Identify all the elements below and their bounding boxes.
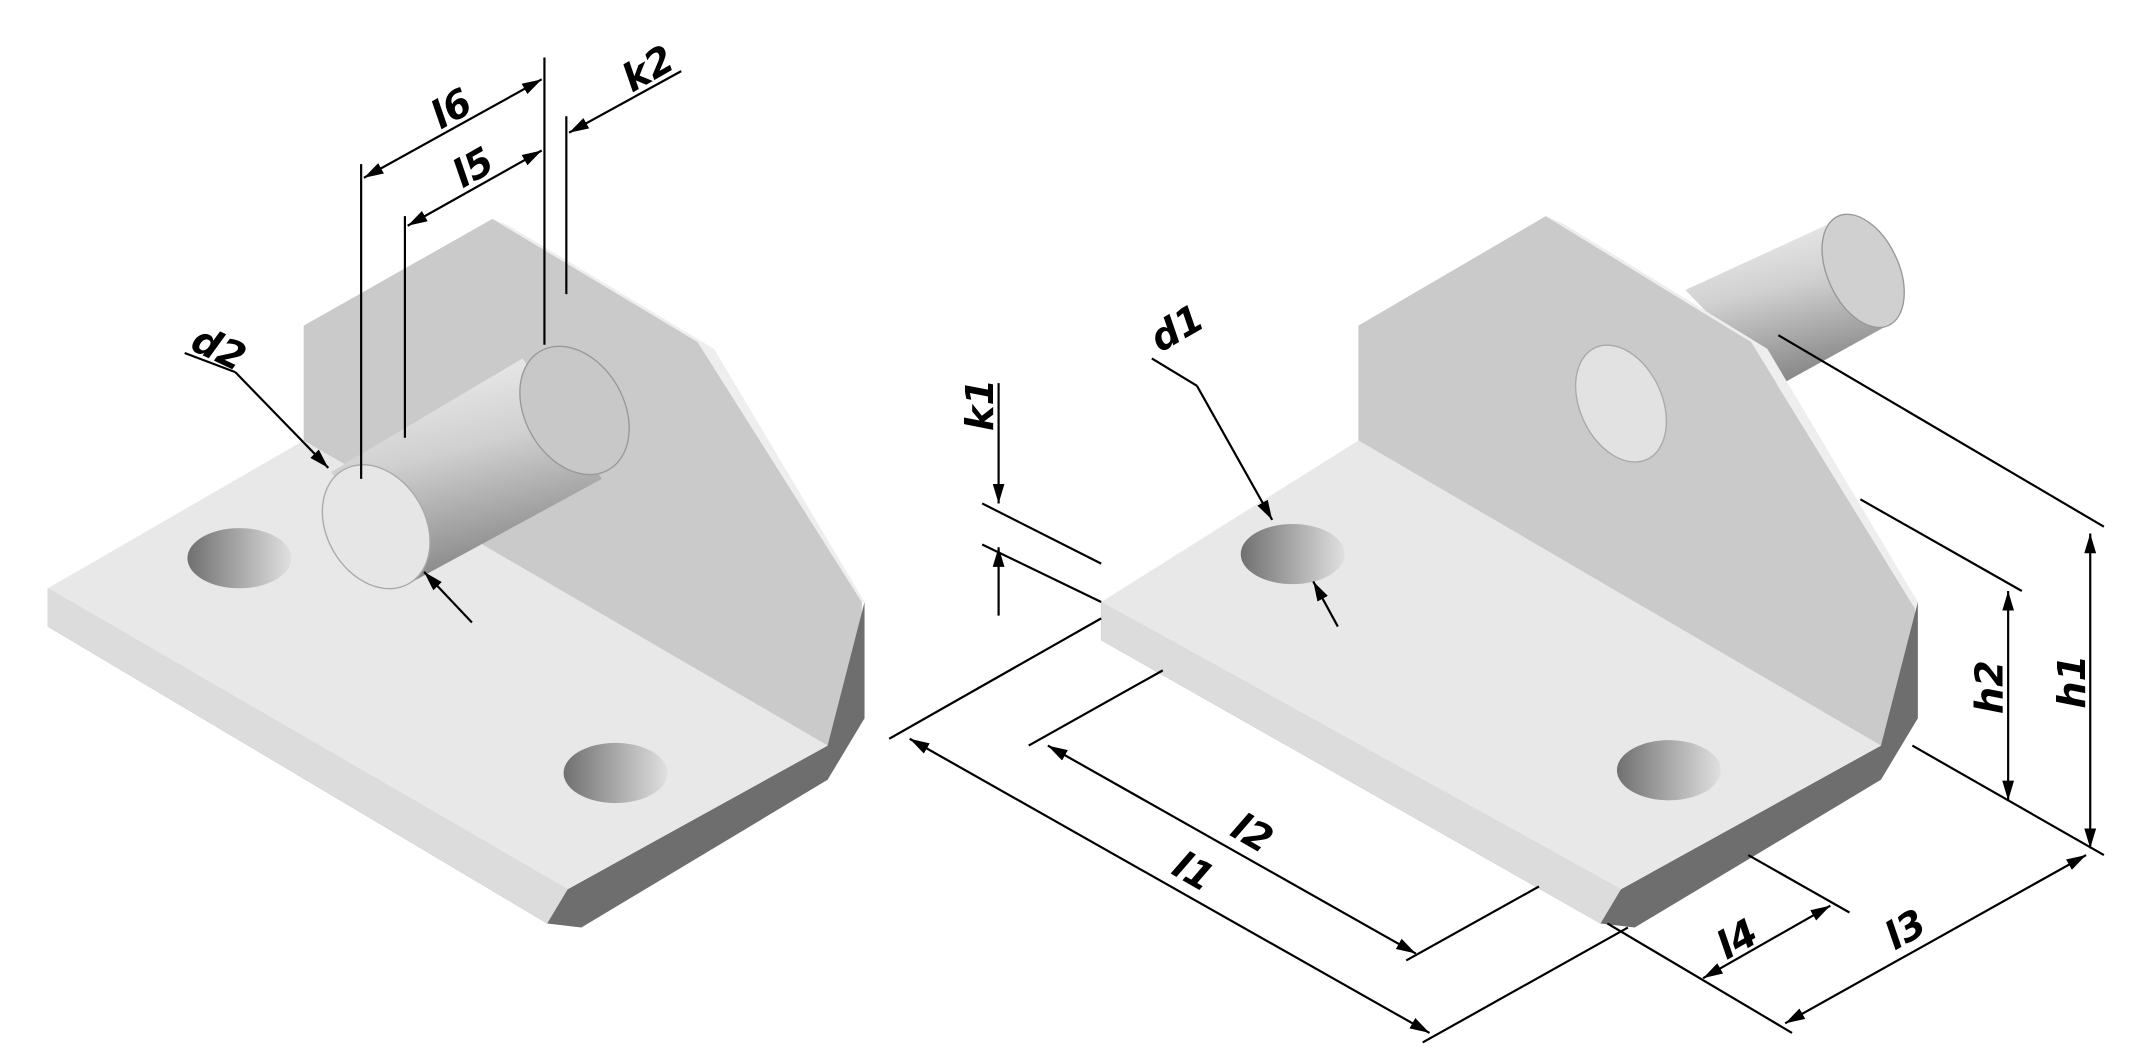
label-l2: l2 bbox=[1223, 804, 1280, 863]
label-l6: l6 bbox=[423, 80, 480, 139]
bracket-right: d1 k1 h1 h2 l2 l1 l4 l3 bbox=[888, 213, 2105, 1044]
label-k1: k1 bbox=[958, 379, 1003, 431]
hole bbox=[563, 742, 668, 804]
hole bbox=[1616, 740, 1721, 801]
hole bbox=[1240, 523, 1345, 585]
pin-end bbox=[321, 464, 431, 590]
mount-boss bbox=[1574, 344, 1668, 463]
label-l4: l4 bbox=[1709, 910, 1766, 969]
plate-edge bbox=[47, 588, 865, 928]
bracket-left: l6 l5 k2 d2 bbox=[47, 37, 865, 928]
label-l3: l3 bbox=[1877, 901, 1934, 960]
hole bbox=[187, 528, 292, 589]
label-l5: l5 bbox=[445, 139, 502, 198]
wall-face bbox=[1358, 216, 1916, 746]
pin-collar bbox=[519, 345, 630, 476]
label-h1: h1 bbox=[2050, 655, 2095, 709]
label-l1: l1 bbox=[1165, 843, 1222, 902]
label-h2: h2 bbox=[1968, 660, 2013, 714]
plate-edge bbox=[1101, 601, 1918, 928]
plate-front-edge bbox=[47, 588, 568, 924]
label-d1: d1 bbox=[1143, 296, 1212, 362]
label-k2: k2 bbox=[614, 37, 682, 102]
label-d2: d2 bbox=[185, 317, 253, 381]
pin-end bbox=[1821, 213, 1905, 329]
